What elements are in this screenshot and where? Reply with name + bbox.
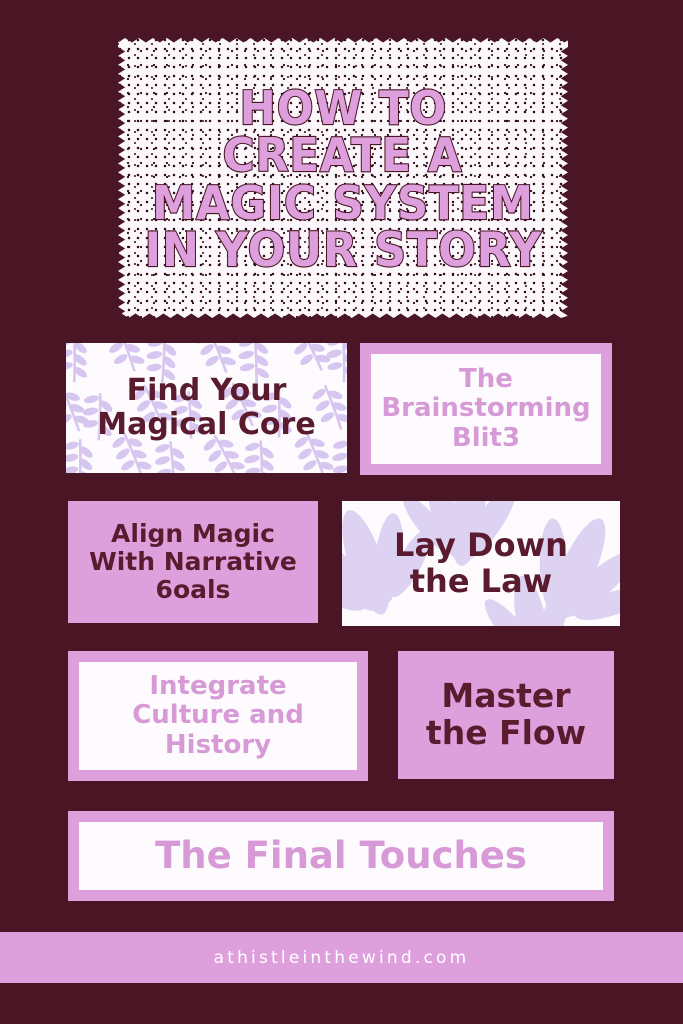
card-integrate-culture-and-history[interactable]: Integrate Culture and History — [68, 651, 368, 781]
card-row-2: Align Magic With Narrative 6oals — [0, 501, 683, 631]
card-row-3: Integrate Culture and History Master the… — [0, 651, 683, 786]
card-line: The — [459, 364, 513, 395]
card-label-integrate-culture-and-history: Integrate Culture and History — [122, 672, 314, 759]
card-label-find-your-magical-core: Find Your Magical Core — [87, 374, 325, 441]
card-line: Blit3 — [451, 422, 521, 453]
card-label-lay-down-the-law: Lay Down the Law — [384, 525, 578, 600]
card-line: the Flow — [425, 713, 587, 752]
card-line: Magical Core — [97, 407, 316, 442]
card-label-the-brainstorming-blitz: The Brainstorming Blit3 — [371, 365, 600, 452]
title-line-3: MAGIC SYSTEM — [151, 175, 534, 230]
footer-bar: athistleinthewind.com — [0, 932, 683, 983]
title-line-4: IN YOUR STORY — [143, 222, 542, 278]
card-line: With Narrative — [89, 547, 297, 576]
title-text-group: HOW TO CREATE A MAGIC SYSTEM IN YOUR STO… — [118, 38, 568, 318]
card-align-magic-with-narrative-goals[interactable]: Align Magic With Narrative 6oals — [68, 501, 318, 623]
card-line: Culture and — [132, 700, 304, 731]
card-label-align-magic-with-narrative-goals: Align Magic With Narrative 6oals — [79, 520, 307, 604]
title-texture-background — [118, 38, 568, 318]
card-the-brainstorming-blitz[interactable]: The Brainstorming Blit3 — [360, 343, 612, 475]
card-find-your-magical-core[interactable]: Find Your Magical Core — [66, 343, 347, 473]
card-line: History — [164, 729, 272, 760]
card-row-1: Find Your Magical Core The Brainstorming… — [0, 343, 683, 478]
palm-frond-pattern-icon — [342, 501, 620, 626]
card-line: 6oals — [155, 575, 231, 604]
card-line: Align Magic — [111, 519, 275, 548]
card-line: The Final Touches — [155, 834, 527, 878]
card-label-master-the-flow: Master the Flow — [416, 676, 596, 752]
card-line: Integrate — [149, 671, 287, 702]
card-row-4: The Final Touches — [0, 811, 683, 906]
card-label-the-final-touches: The Final Touches — [145, 835, 537, 876]
card-the-final-touches[interactable]: The Final Touches — [68, 811, 614, 901]
card-master-the-flow[interactable]: Master the Flow — [398, 651, 614, 779]
title-line-2: CREATE A — [222, 128, 463, 183]
card-line: the Law — [409, 561, 553, 600]
card-lay-down-the-law[interactable]: Lay Down the Law — [342, 501, 620, 626]
card-line: Master — [441, 676, 571, 716]
card-line: Brainstorming — [381, 393, 591, 424]
card-line: Lay Down — [394, 525, 568, 564]
card-line: Find Your — [126, 373, 287, 409]
footer-website-url[interactable]: athistleinthewind.com — [213, 947, 470, 968]
title-block: HOW TO CREATE A MAGIC SYSTEM IN YOUR STO… — [118, 38, 568, 318]
title-line-1: HOW TO — [238, 81, 447, 136]
